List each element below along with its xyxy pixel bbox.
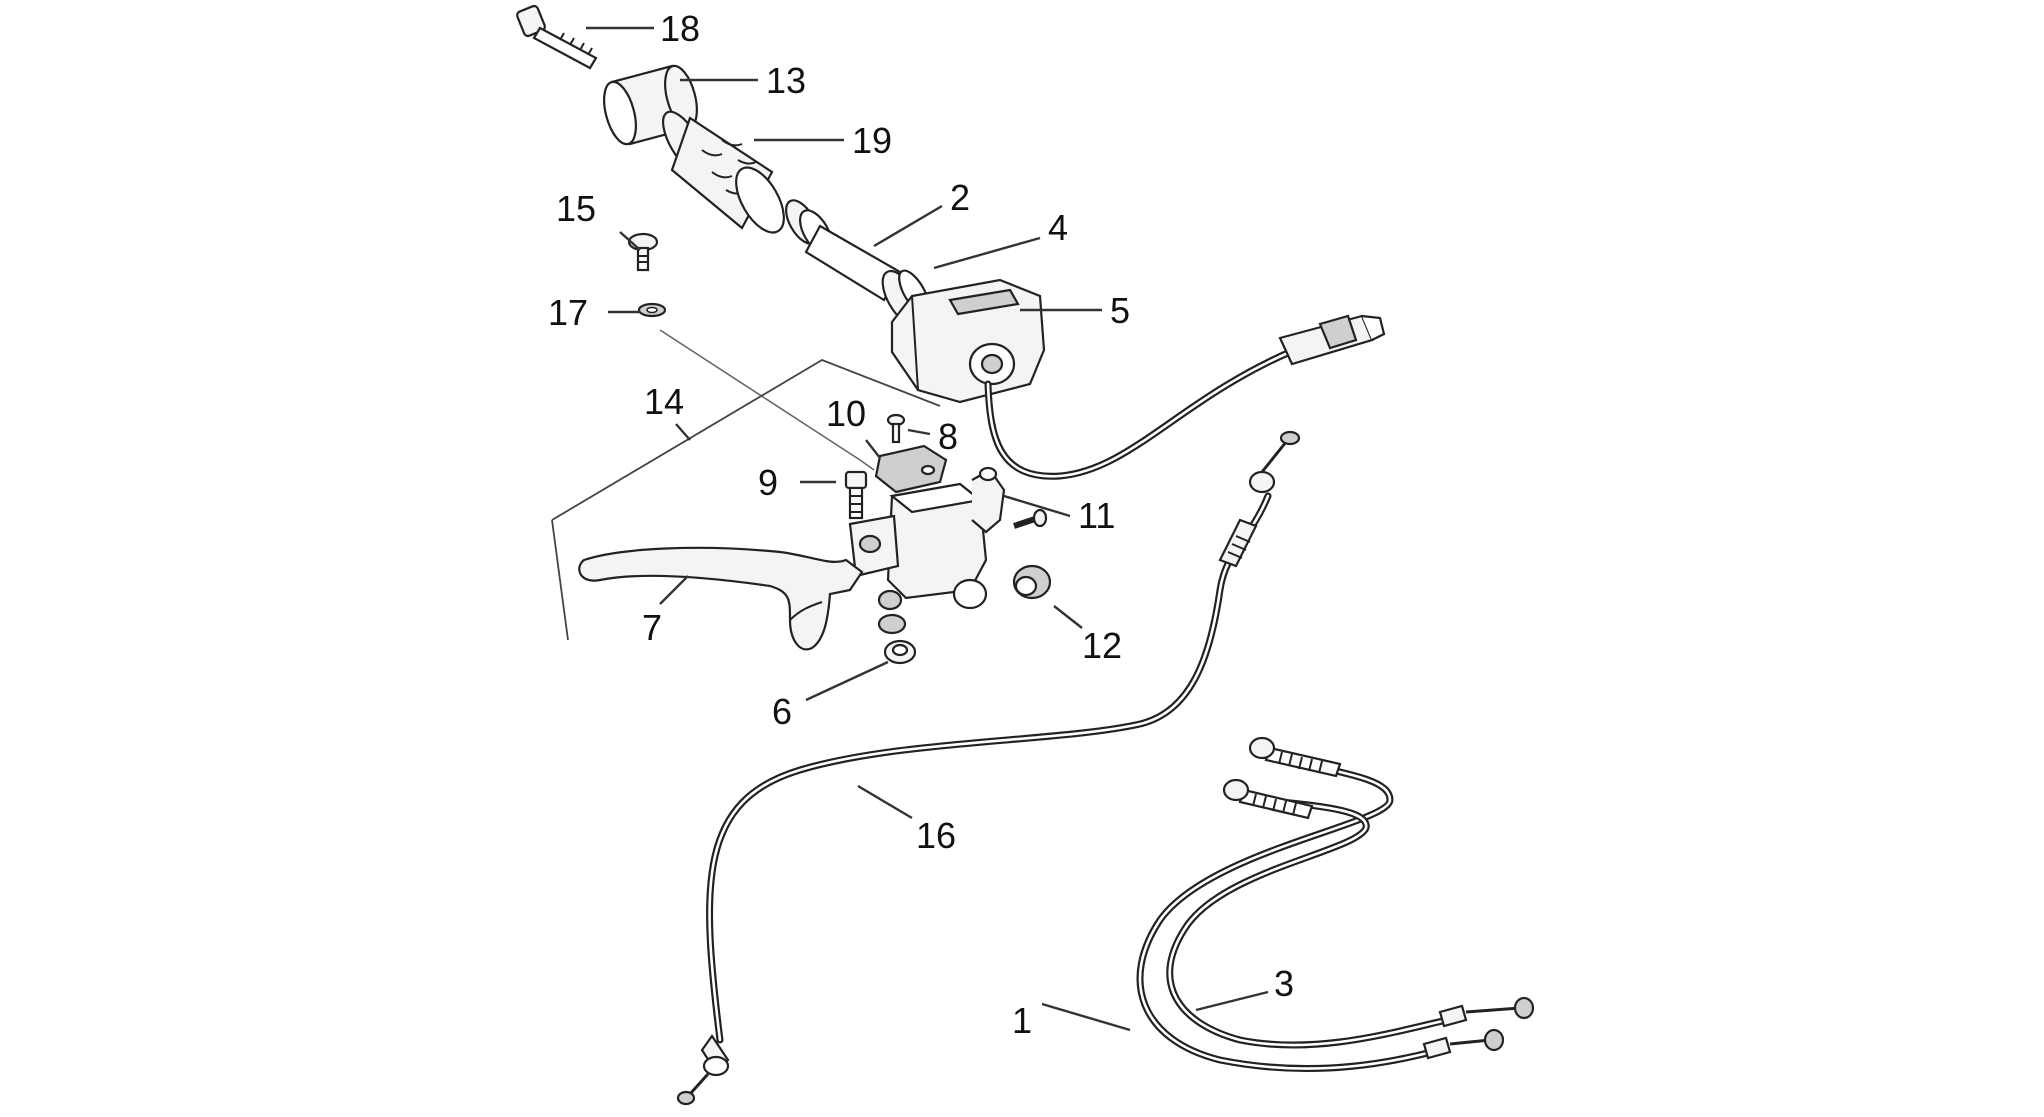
callout-5: 5	[1110, 290, 1130, 331]
cable-16	[676, 430, 1301, 1106]
callout-10: 10	[826, 393, 866, 434]
kit-frame-14	[551, 359, 941, 641]
assembly-line	[659, 329, 875, 471]
leader-lines	[586, 26, 1269, 1032]
callout-15: 15	[556, 188, 596, 229]
screw-8	[886, 413, 906, 444]
grip-19	[662, 110, 785, 234]
callout-13: 13	[766, 60, 806, 101]
callout-6: 6	[772, 691, 792, 732]
throttle-tube-2	[804, 224, 902, 302]
callout-4: 4	[1048, 207, 1068, 248]
master-cylinder	[848, 466, 1006, 610]
callout-18: 18	[660, 8, 700, 49]
callout-7: 7	[642, 607, 662, 648]
reservoir-cap-10	[874, 444, 948, 494]
callout-12: 12	[1082, 625, 1122, 666]
callout-14: 14	[644, 381, 684, 422]
callout-2: 2	[950, 177, 970, 218]
washer-17	[637, 302, 667, 318]
screw-15	[627, 232, 659, 272]
switch-housing-5	[890, 278, 1046, 404]
nut-6	[877, 589, 917, 665]
callout-11: 11	[1078, 495, 1115, 536]
callout-3: 3	[1274, 963, 1294, 1004]
screw-18	[516, 4, 598, 70]
switch-wire	[984, 314, 1386, 480]
callout-labels: 18 13 19 2 4 5 15 17 14 10 8 9 11 12 7 6…	[548, 8, 1294, 1041]
cables-1-3	[1136, 736, 1535, 1073]
callout-8: 8	[938, 416, 958, 457]
bolt-9	[844, 470, 868, 520]
callout-9: 9	[758, 462, 778, 503]
callout-16: 16	[916, 815, 956, 856]
screw-11	[1013, 508, 1048, 529]
callout-19: 19	[852, 120, 892, 161]
callout-1: 1	[1012, 1000, 1032, 1041]
callout-17: 17	[548, 292, 588, 333]
cap-12	[1012, 564, 1052, 600]
lever-7	[578, 546, 864, 651]
